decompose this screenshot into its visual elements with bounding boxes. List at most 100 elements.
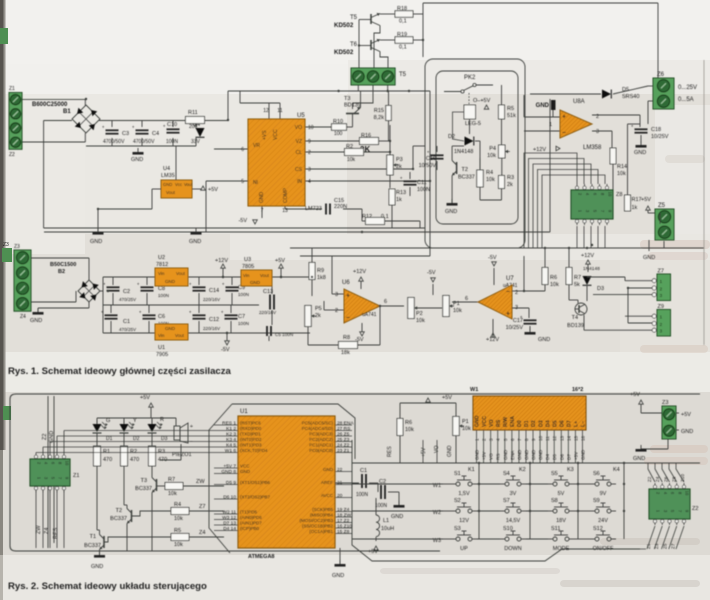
svg-text:Vin: Vin bbox=[243, 273, 250, 278]
svg-text:GND: GND bbox=[681, 429, 693, 435]
svg-text:W1: W1 bbox=[470, 387, 478, 393]
svg-text:+: + bbox=[137, 282, 140, 287]
svg-text:11: 11 bbox=[277, 108, 282, 114]
svg-text:ZW: ZW bbox=[36, 525, 42, 534]
svg-text:8: 8 bbox=[58, 462, 63, 465]
svg-text:U6: U6 bbox=[342, 280, 350, 286]
svg-text:16: 16 bbox=[580, 435, 585, 441]
svg-text:C1: C1 bbox=[123, 319, 130, 325]
svg-text:LM35: LM35 bbox=[161, 173, 175, 179]
svg-text:1k: 1k bbox=[396, 197, 402, 203]
svg-text:1: 1 bbox=[656, 510, 661, 513]
svg-text:PC0(ADC0): PC0(ADC0) bbox=[309, 448, 333, 453]
svg-text:2: 2 bbox=[578, 193, 583, 196]
svg-text:3: 3 bbox=[335, 292, 338, 298]
svg-text:(XT1/OS1)PB6: (XT1/OS1)PB6 bbox=[240, 480, 271, 485]
svg-text:9: 9 bbox=[65, 477, 70, 480]
svg-text:+12V: +12V bbox=[215, 258, 228, 264]
svg-text:Vcc: Vcc bbox=[175, 182, 182, 187]
svg-text:B600C25000: B600C25000 bbox=[32, 102, 68, 108]
svg-text:24V: 24V bbox=[598, 518, 608, 524]
svg-text:PK2: PK2 bbox=[464, 75, 476, 81]
svg-text:4700/50V: 4700/50V bbox=[133, 139, 155, 145]
svg-text:Z2: Z2 bbox=[9, 152, 15, 158]
svg-text:100: 100 bbox=[334, 131, 343, 137]
svg-text:R17: R17 bbox=[632, 197, 642, 203]
svg-text:BD139: BD139 bbox=[344, 103, 361, 109]
svg-text:R2: R2 bbox=[346, 144, 353, 150]
svg-text:5: 5 bbox=[593, 210, 598, 213]
svg-text:U5: U5 bbox=[297, 113, 305, 119]
svg-text:S5: S5 bbox=[551, 471, 558, 477]
svg-text:+5V: +5V bbox=[641, 197, 651, 203]
svg-text:26 Z5: 26 Z5 bbox=[337, 432, 350, 438]
svg-text:B50C1500: B50C1500 bbox=[50, 262, 76, 268]
svg-text:24 Z2: 24 Z2 bbox=[337, 443, 350, 449]
svg-text:S9: S9 bbox=[593, 498, 600, 504]
svg-text:+: + bbox=[221, 310, 224, 315]
svg-text:D2: D2 bbox=[531, 420, 537, 427]
svg-text:S2: S2 bbox=[454, 498, 461, 504]
svg-text:Z3: Z3 bbox=[3, 242, 9, 248]
svg-text:−: − bbox=[562, 130, 566, 137]
svg-text:22: 22 bbox=[337, 467, 343, 473]
svg-text:P2: P2 bbox=[416, 311, 423, 317]
svg-text:Z6: Z6 bbox=[657, 72, 665, 78]
svg-text:Z2: Z2 bbox=[692, 506, 698, 512]
svg-text:51k: 51k bbox=[507, 113, 516, 119]
svg-text:GND: GND bbox=[165, 326, 176, 331]
svg-text:P4: P4 bbox=[489, 146, 496, 152]
svg-text:D3: D3 bbox=[161, 436, 168, 442]
svg-text:GND: GND bbox=[90, 239, 102, 245]
svg-text:1k8: 1k8 bbox=[317, 275, 326, 281]
svg-text:R18: R18 bbox=[397, 6, 407, 12]
svg-text:P5: P5 bbox=[315, 306, 322, 312]
svg-text:UP: UP bbox=[460, 546, 468, 552]
svg-text:3K: 3K bbox=[360, 145, 370, 154]
svg-text:K1 2: K1 2 bbox=[226, 426, 236, 432]
svg-text:Vout: Vout bbox=[184, 182, 193, 187]
svg-text:15: 15 bbox=[573, 435, 578, 441]
svg-text:VO: VO bbox=[489, 420, 495, 428]
svg-text:C8: C8 bbox=[158, 286, 165, 292]
svg-text:16*2: 16*2 bbox=[572, 387, 583, 393]
svg-text:K2 3: K2 3 bbox=[226, 432, 236, 438]
svg-text:3: 3 bbox=[489, 438, 494, 441]
svg-text:-5V: -5V bbox=[355, 337, 364, 343]
svg-text:2: 2 bbox=[660, 287, 663, 293]
svg-text:C14: C14 bbox=[209, 288, 219, 294]
svg-text:C2: C2 bbox=[379, 479, 386, 485]
svg-text:2: 2 bbox=[660, 322, 663, 328]
svg-text:1: 1 bbox=[475, 438, 480, 441]
svg-text:U4: U4 bbox=[163, 166, 170, 172]
svg-text:D6: D6 bbox=[559, 454, 564, 460]
svg-text:K1: K1 bbox=[468, 467, 475, 473]
svg-text:U1: U1 bbox=[240, 409, 248, 415]
svg-text:6: 6 bbox=[241, 147, 244, 153]
svg-text:GND: GND bbox=[475, 449, 480, 460]
svg-text:S12: S12 bbox=[593, 526, 603, 532]
svg-text:Z7: Z7 bbox=[671, 543, 676, 549]
svg-text:GND: GND bbox=[30, 318, 42, 324]
svg-text:GND: GND bbox=[634, 150, 646, 156]
svg-text:C6: C6 bbox=[158, 314, 165, 320]
svg-text:T2: T2 bbox=[462, 167, 468, 173]
svg-text:Z5: Z5 bbox=[662, 543, 667, 549]
svg-text:+5V: +5V bbox=[208, 187, 218, 193]
svg-text:GND: GND bbox=[445, 209, 457, 215]
svg-text:10k: 10k bbox=[487, 153, 496, 159]
svg-text:7812: 7812 bbox=[156, 262, 168, 268]
svg-text:200: 200 bbox=[189, 124, 198, 130]
svg-text:15 Z8: 15 Z8 bbox=[337, 529, 350, 535]
svg-text:C3: C3 bbox=[122, 131, 129, 137]
svg-text:C10: C10 bbox=[167, 122, 177, 128]
svg-text:10k: 10k bbox=[168, 491, 177, 497]
svg-text:S10: S10 bbox=[503, 526, 513, 532]
svg-text:1: 1 bbox=[37, 477, 42, 480]
svg-text:ZW: ZW bbox=[196, 479, 205, 485]
svg-text:8: 8 bbox=[524, 438, 529, 441]
svg-text:(TXD)PD1: (TXD)PD1 bbox=[240, 432, 261, 437]
svg-text:GND: GND bbox=[447, 445, 453, 457]
svg-text:R16: R16 bbox=[361, 133, 371, 139]
svg-text:10: 10 bbox=[308, 125, 314, 131]
